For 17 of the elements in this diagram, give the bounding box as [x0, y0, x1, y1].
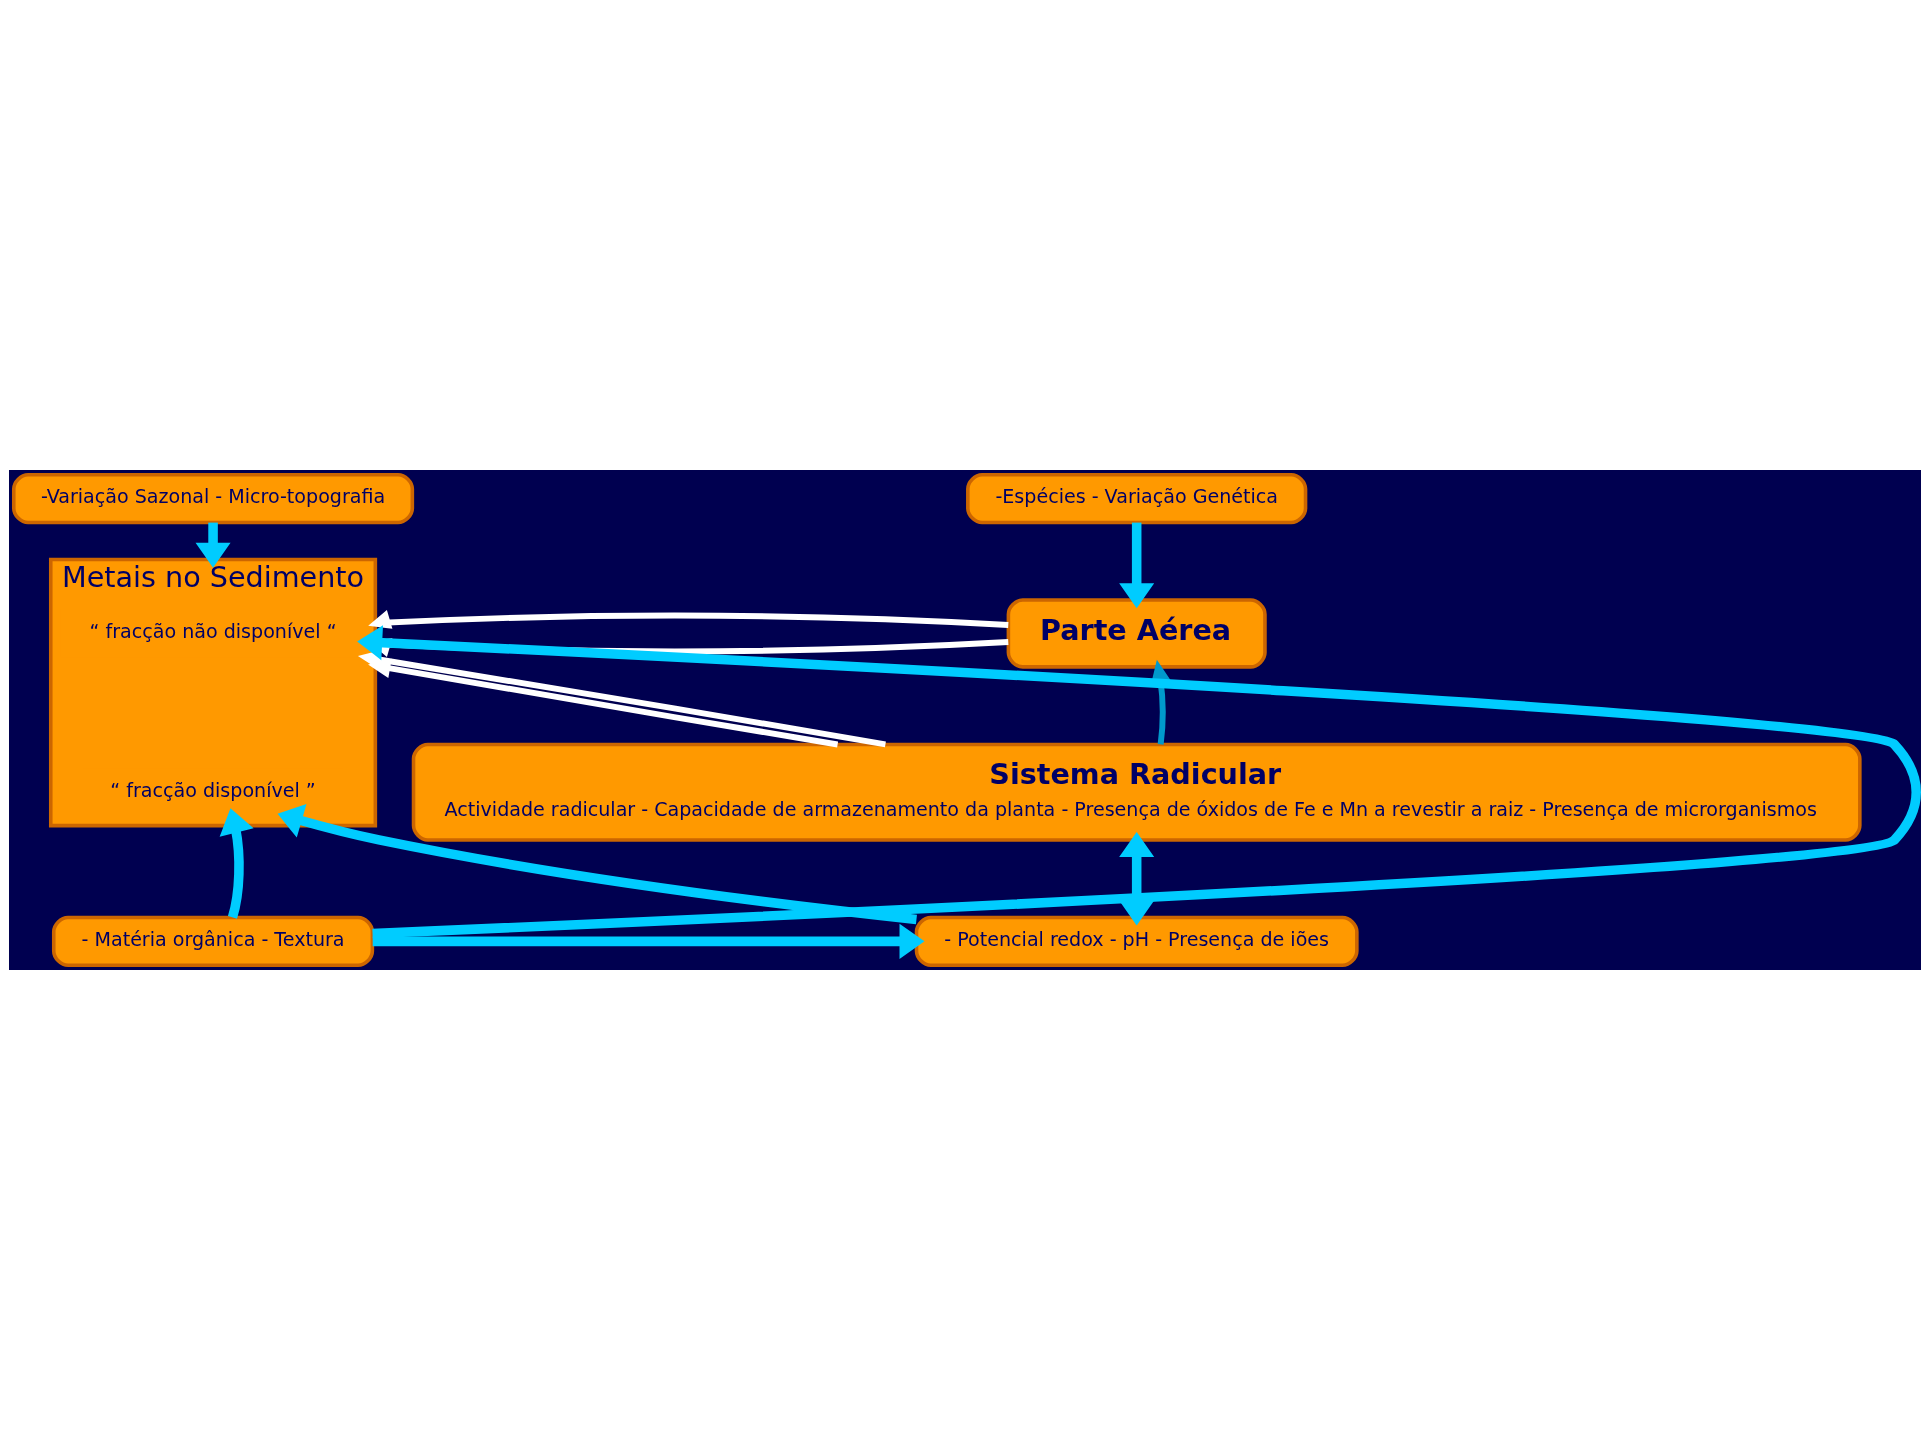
- node-box: Sistema Radicular Actividade radicular - Capacidade de armazenamento da planta - Presença de óxidos de Fe e Mn a revestir a raiz - Presença de microrganismos: [411, 742, 1862, 842]
- node-text: “ fracção não disponível “: [89, 620, 337, 644]
- arrow: [357, 625, 1919, 939]
- arrow: [1119, 831, 1155, 926]
- arrow: [219, 808, 254, 919]
- node-box: Parte Aérea: [1006, 598, 1267, 669]
- node-box: -Variação Sazonal - Micro-topografia: [12, 472, 415, 525]
- arrow: [195, 522, 231, 568]
- arrow: [368, 610, 1009, 629]
- arrow: [1119, 522, 1155, 609]
- arrow: [1151, 659, 1171, 745]
- arrow: [372, 923, 925, 959]
- arrow: [277, 803, 917, 925]
- node-box: - Matéria orgânica - Textura: [51, 915, 375, 967]
- node-box: -Espécies - Variação Genética: [966, 472, 1308, 525]
- node-text: “ fracção disponível ”: [110, 778, 316, 802]
- node-box: - Potencial redox - pH - Presença de iões: [914, 915, 1359, 967]
